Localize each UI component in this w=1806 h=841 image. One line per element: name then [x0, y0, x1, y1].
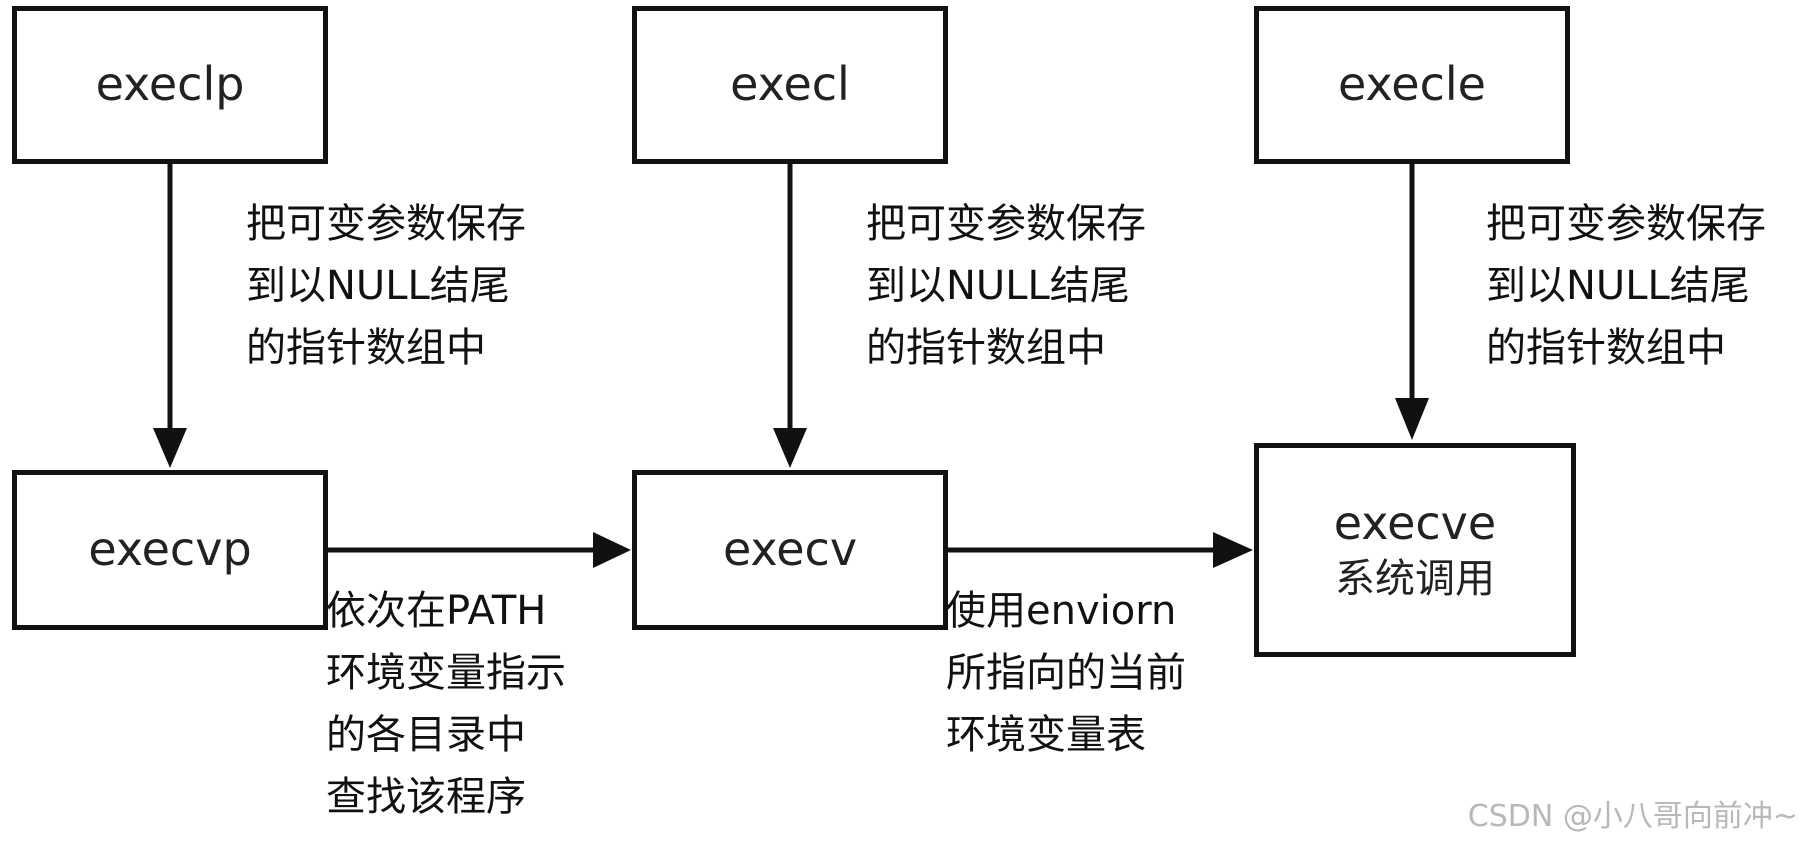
execvp-box: execvp	[12, 470, 328, 630]
execlp-label: execlp	[95, 57, 245, 112]
note-line: 所指向的当前	[946, 650, 1186, 696]
execve-subtitle: 系统调用	[1335, 555, 1495, 602]
arrow-execv-to-execve	[945, 532, 1253, 568]
execv-box: execv	[632, 470, 948, 630]
execvp-label: execvp	[88, 522, 252, 577]
note-line: 把可变参数保存	[866, 201, 1146, 247]
note-line: 环境变量表	[946, 712, 1146, 758]
note-line: 把可变参数保存	[246, 201, 526, 247]
csdn-watermark: CSDN @小八哥向前冲~	[1467, 799, 1798, 834]
execve-box: execve 系统调用	[1254, 443, 1576, 657]
execve-label: execve	[1333, 496, 1497, 551]
note-line: 依次在PATH	[326, 588, 547, 634]
execle-box: execle	[1254, 6, 1570, 164]
arrow-execlp-to-execvp	[153, 162, 187, 468]
note-line: 使用enviorn	[946, 588, 1177, 634]
note-line: 把可变参数保存	[1486, 201, 1766, 247]
execv-label: execv	[722, 522, 858, 577]
note-line: 到以NULL结尾	[246, 263, 510, 309]
note-line: 的指针数组中	[246, 325, 486, 371]
note-execvp-to-execv: 依次在PATH 环境变量指示 的各目录中 查找该程序	[326, 580, 566, 828]
note-line: 的各目录中	[326, 712, 526, 758]
note-line: 到以NULL结尾	[866, 263, 1130, 309]
note-line: 的指针数组中	[1486, 325, 1726, 371]
execl-box: execl	[632, 6, 948, 164]
execlp-box: execlp	[12, 6, 328, 164]
note-line: 到以NULL结尾	[1486, 263, 1750, 309]
note-line: 查找该程序	[326, 774, 526, 820]
arrow-execl-to-execv	[773, 162, 807, 468]
note-execl-to-execv: 把可变参数保存 到以NULL结尾 的指针数组中	[866, 193, 1146, 379]
note-line: 环境变量指示	[326, 650, 566, 696]
arrow-execle-to-execve	[1395, 162, 1429, 440]
note-execle-to-execve: 把可变参数保存 到以NULL结尾 的指针数组中	[1486, 193, 1766, 379]
execl-label: execl	[730, 57, 850, 112]
execle-label: execle	[1338, 57, 1486, 112]
note-line: 的指针数组中	[866, 325, 1106, 371]
note-execv-to-execve: 使用enviorn 所指向的当前 环境变量表	[946, 580, 1186, 766]
arrow-execvp-to-execv	[325, 532, 631, 568]
note-execlp-to-execvp: 把可变参数保存 到以NULL结尾 的指针数组中	[246, 193, 526, 379]
